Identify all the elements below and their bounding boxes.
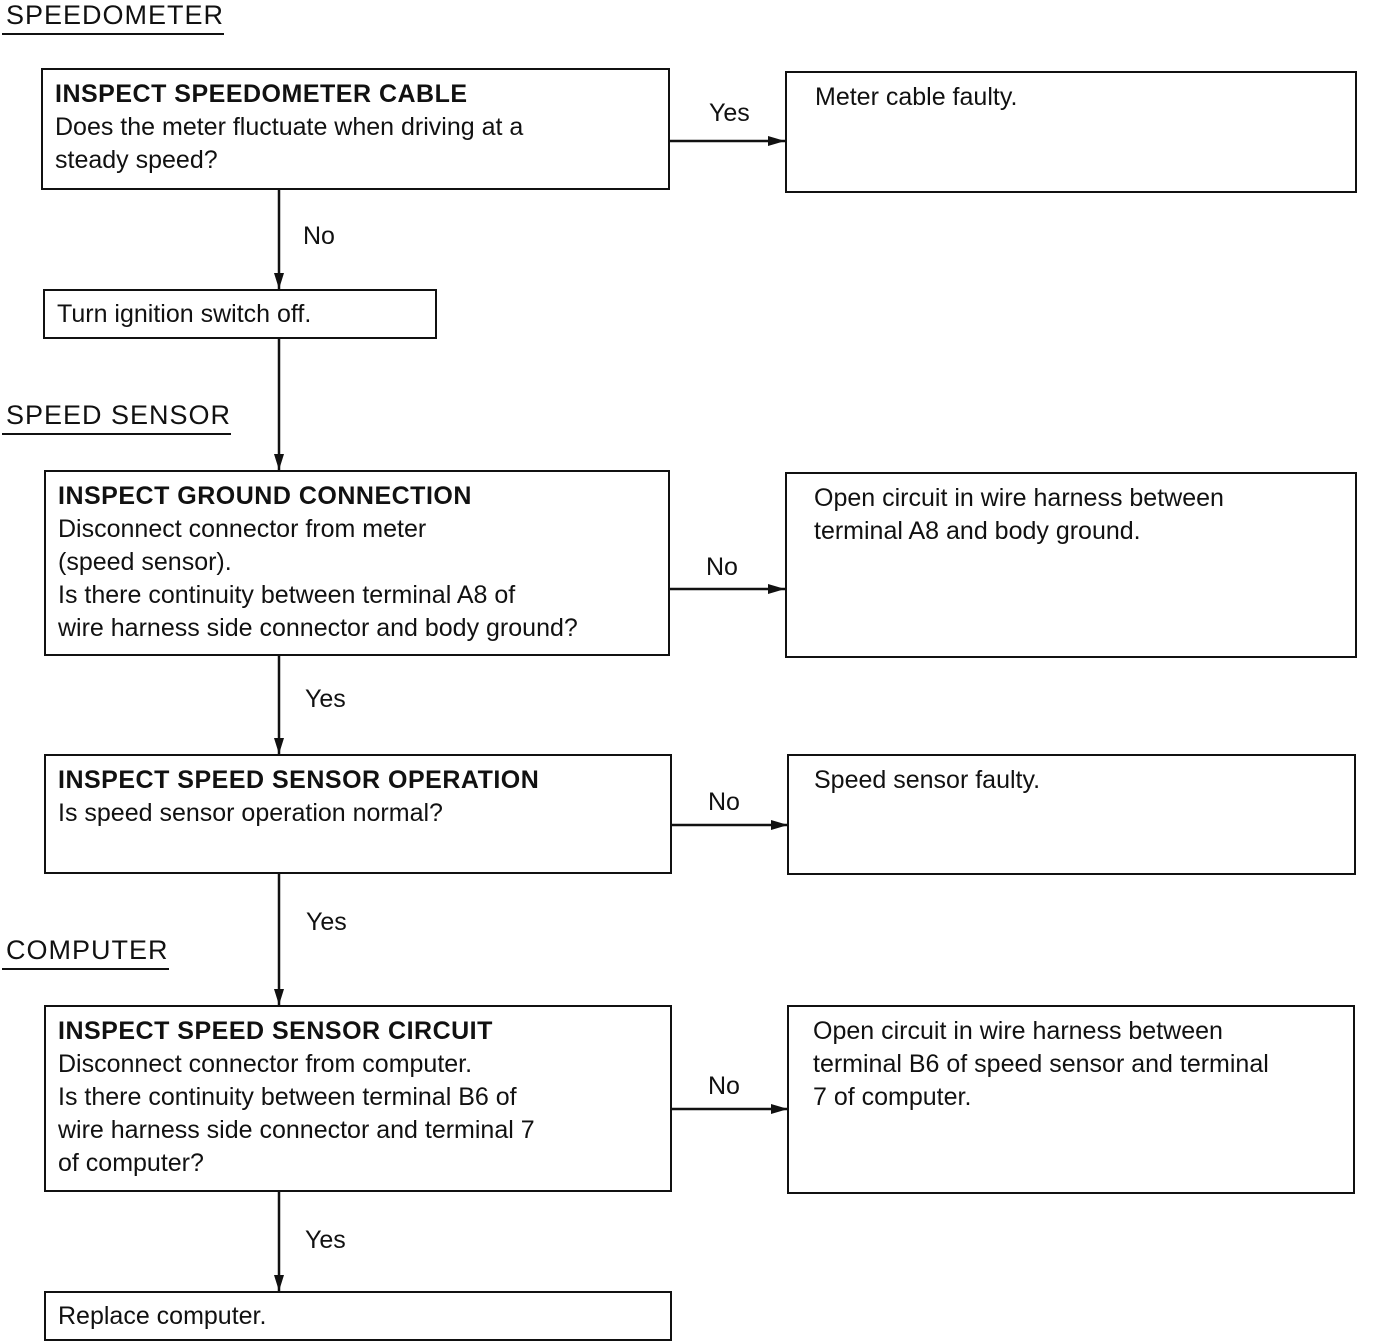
label-no: No [303,222,335,250]
result-text: Open circuit in wire harness between ter… [813,1017,1269,1111]
step-inspect-speed-sensor-circuit: INSPECT SPEED SENSOR CIRCUIT Disconnect … [44,1005,672,1192]
step-question: Is speed sensor operation normal? [58,799,443,827]
section-speed-sensor: SPEED SENSOR [2,400,232,435]
step-title: INSPECT SPEED SENSOR CIRCUIT [58,1017,493,1045]
step-question: Disconnect connector from computer. Is t… [58,1050,535,1177]
step-question: Does the meter fluctuate when driving at… [55,113,524,174]
result-ground-open-circuit: Open circuit in wire harness between ter… [785,472,1357,658]
result-text: Meter cable faulty. [815,83,1018,111]
step-inspect-speedometer-cable: INSPECT SPEEDOMETER CABLE Does the meter… [41,68,670,190]
arrowhead [771,1104,788,1114]
step-title: INSPECT SPEEDOMETER CABLE [55,80,468,108]
label-no: No [706,553,738,581]
arrowhead [274,273,284,289]
label-yes: Yes [709,99,750,127]
arrowhead [768,584,785,594]
arrowhead [274,1275,284,1291]
step-replace-computer: Replace computer. [44,1291,672,1341]
step-inspect-ground-connection: INSPECT GROUND CONNECTION Disconnect con… [44,470,670,656]
step-inspect-speed-sensor-operation: INSPECT SPEED SENSOR OPERATION Is speed … [44,754,672,874]
step-question: Disconnect connector from meter (speed s… [58,515,578,642]
step-text: Replace computer. [58,1302,267,1330]
label-no: No [708,788,740,816]
result-circuit-open: Open circuit in wire harness between ter… [787,1005,1355,1194]
step-text: Turn ignition switch off. [57,300,312,328]
step-turn-ignition-off: Turn ignition switch off. [43,289,437,339]
arrowhead [274,989,284,1005]
section-computer: COMPUTER [2,935,169,970]
result-meter-cable-faulty: Meter cable faulty. [785,71,1357,193]
step-title: INSPECT SPEED SENSOR OPERATION [58,766,540,794]
label-yes: Yes [305,685,346,713]
step-title: INSPECT GROUND CONNECTION [58,482,472,510]
label-yes: Yes [306,908,347,936]
label-no: No [708,1072,740,1100]
arrowhead [274,454,284,470]
result-text: Speed sensor faulty. [814,766,1041,794]
arrowhead [771,820,788,830]
arrowhead [768,136,785,146]
arrowhead [274,738,284,754]
result-speed-sensor-faulty: Speed sensor faulty. [787,754,1356,875]
label-yes: Yes [305,1226,346,1254]
section-speedometer: SPEEDOMETER [2,0,225,35]
result-text: Open circuit in wire harness between ter… [814,484,1224,545]
